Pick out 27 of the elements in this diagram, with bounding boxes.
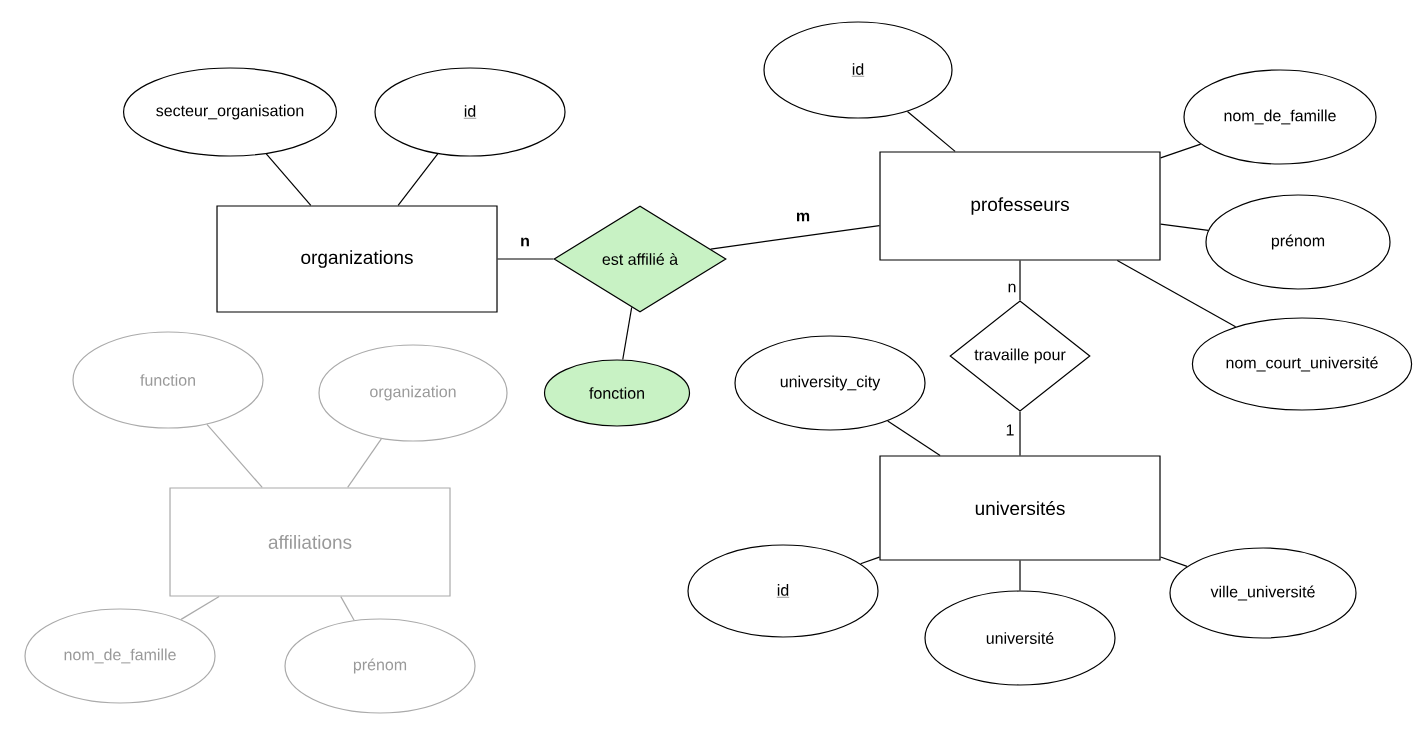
connector-line [1116,260,1237,328]
connector-line [347,438,382,488]
connector-line [1160,556,1188,567]
connector-line [1019,411,1021,456]
cardinality-label: 1 [1004,423,1016,437]
connector-line [1019,560,1021,591]
connector-line [1019,260,1021,301]
connector-line [906,110,956,152]
cardinality-label: n [1006,282,1018,294]
connector-line [1160,223,1209,231]
cardinality-label: m [794,211,812,223]
entity-box: universités [879,455,1161,561]
connector-line [1160,143,1202,159]
entity-box: affiliations [169,487,451,597]
connector-line [860,556,880,565]
connector-line [622,306,633,361]
connector-line [340,596,355,621]
connector-line [265,153,312,206]
connector-line [180,596,220,620]
cardinality-label: n [519,236,531,248]
connector-line [497,258,554,260]
connector-line [887,420,941,456]
entity-box: professeurs [879,151,1161,261]
connector-line [397,153,439,206]
connector-line [710,224,880,250]
connector-line [206,423,263,488]
entity-box: organizations [216,205,498,313]
